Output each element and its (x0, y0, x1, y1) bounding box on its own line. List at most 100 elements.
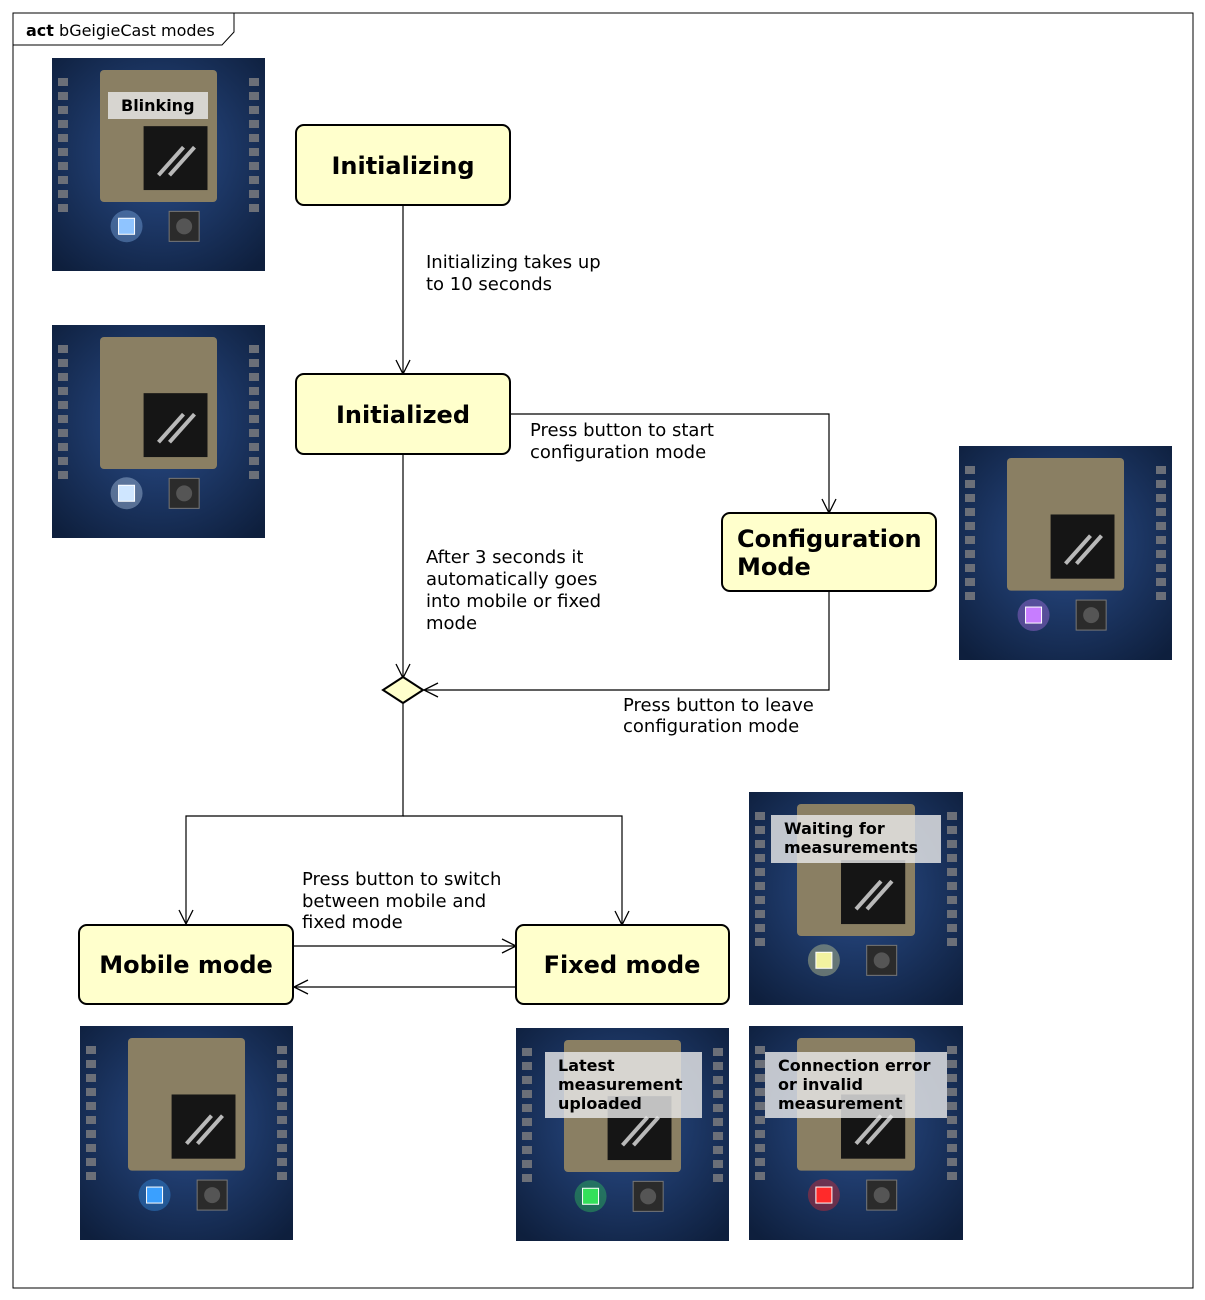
header-pin (947, 1116, 957, 1124)
status-led (146, 1186, 164, 1204)
header-pin (277, 1088, 287, 1096)
header-pin (713, 1090, 723, 1098)
header-pin (755, 896, 765, 904)
header-pin (755, 1116, 765, 1124)
photo-caption-line: measurement (558, 1075, 683, 1094)
frame-keyword: act (26, 21, 54, 40)
header-pin (947, 896, 957, 904)
state-initializing: Initializing (295, 124, 511, 206)
header-pin (58, 92, 68, 100)
header-pin (713, 1062, 723, 1070)
header-pin (249, 148, 259, 156)
status-led (815, 951, 833, 969)
note-leave-config: Press button to leave configuration mode (623, 695, 820, 737)
header-pin (86, 1158, 96, 1166)
header-pin (86, 1116, 96, 1124)
module-logo (185, 1114, 224, 1146)
status-led (118, 484, 136, 502)
header-pin (965, 578, 975, 586)
header-pin (522, 1048, 532, 1056)
state-initializing-label: Initializing (331, 152, 474, 180)
push-button-cap (176, 218, 193, 235)
header-pin (1156, 592, 1166, 600)
header-pin (277, 1158, 287, 1166)
note-switch-mode-line-3: fixed mode (302, 912, 403, 933)
photo-caption-line: or invalid (778, 1075, 863, 1094)
photo-caption-line: Latest (558, 1056, 615, 1075)
status-led (118, 217, 136, 235)
module-logo (854, 879, 894, 911)
header-pin (755, 1102, 765, 1110)
photo-mobile (80, 1026, 293, 1240)
header-pin (965, 592, 975, 600)
header-pin (713, 1076, 723, 1084)
state-initialized-label: Initialized (336, 401, 470, 429)
photo-caption-bg (545, 1052, 702, 1118)
header-pin (277, 1144, 287, 1152)
note-leave-config-line-2: configuration mode (623, 716, 799, 737)
header-pin (755, 1158, 765, 1166)
photo-caption-line: Waiting for (784, 819, 885, 838)
header-pin (522, 1062, 532, 1070)
header-pin (58, 359, 68, 367)
header-pin (947, 1046, 957, 1054)
header-pin (755, 1060, 765, 1068)
header-pin (965, 522, 975, 530)
header-pin (249, 359, 259, 367)
header-pin (249, 429, 259, 437)
header-pin (277, 1046, 287, 1054)
header-pin (947, 1074, 957, 1082)
module-logo (157, 145, 196, 177)
header-pin (277, 1074, 287, 1082)
header-pin (58, 134, 68, 142)
module-logo (1064, 534, 1103, 566)
edge-initialized-to-configuration (511, 413, 829, 513)
header-pin (755, 1130, 765, 1138)
push-button-cap (873, 952, 890, 969)
header-pin (249, 373, 259, 381)
note-auto-mode-line-3: into mobile or fixed (426, 591, 601, 612)
header-pin (249, 134, 259, 142)
state-fixed-box (515, 924, 730, 1005)
photo-caption-bg (765, 1052, 947, 1118)
header-pin (1156, 522, 1166, 530)
header-pin (522, 1076, 532, 1084)
header-pin (1156, 466, 1166, 474)
header-pin (58, 162, 68, 170)
note-auto-mode-line-1: After 3 seconds it (426, 547, 583, 568)
header-pin (522, 1104, 532, 1112)
state-mobile-label: Mobile mode (99, 951, 273, 979)
header-pin (86, 1144, 96, 1152)
photo-caption: Blinking (121, 96, 195, 115)
note-switch-mode-line-2: between mobile and (302, 891, 486, 912)
header-pin (947, 882, 957, 890)
header-pin (58, 106, 68, 114)
header-pin (249, 176, 259, 184)
photo-caption-bg (771, 815, 941, 863)
header-pin (249, 190, 259, 198)
module-logo (157, 412, 196, 444)
header-pin (947, 1172, 957, 1180)
header-pin (755, 882, 765, 890)
header-pin (249, 471, 259, 479)
header-pin (1156, 550, 1166, 558)
header-pin (522, 1118, 532, 1126)
header-pin (86, 1060, 96, 1068)
state-mobile-box (78, 924, 294, 1005)
status-led (582, 1187, 600, 1205)
header-pin (713, 1118, 723, 1126)
header-pin (755, 1144, 765, 1152)
header-pin (522, 1160, 532, 1168)
status-led (815, 1186, 833, 1204)
header-pin (86, 1172, 96, 1180)
header-pin (249, 457, 259, 465)
header-pin (947, 1102, 957, 1110)
header-pin (58, 78, 68, 86)
header-pin (947, 840, 957, 848)
state-initialized-box (295, 373, 511, 455)
note-switch-mode: Press button to switch between mobile an… (302, 869, 507, 933)
header-pin (965, 466, 975, 474)
connectors (186, 205, 829, 987)
header-pin (1156, 536, 1166, 544)
